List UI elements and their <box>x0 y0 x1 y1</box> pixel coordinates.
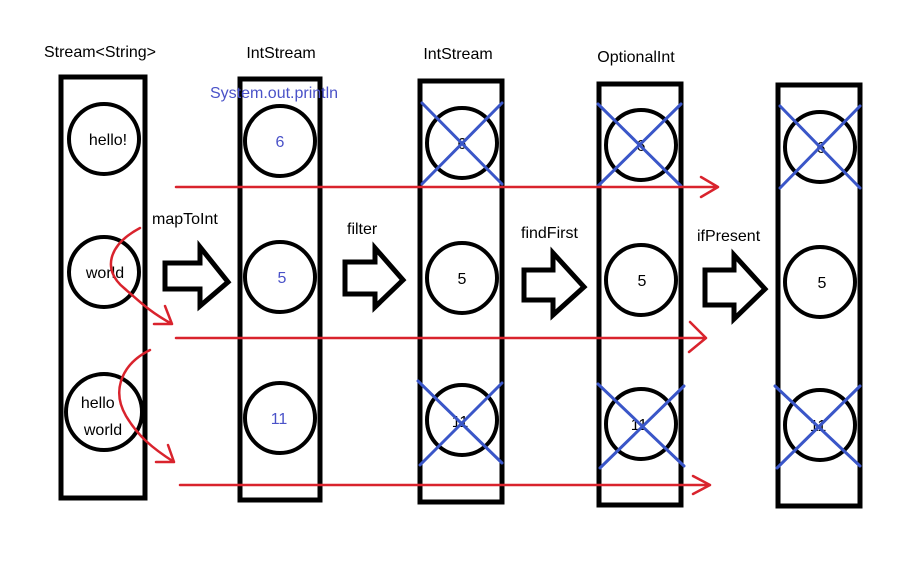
column-box-source <box>58 74 148 501</box>
element-circle <box>783 245 857 319</box>
element-value: 11 <box>631 417 648 434</box>
element-circle <box>67 102 141 176</box>
element-value: 11 <box>271 411 288 428</box>
column-box-optional <box>596 81 684 508</box>
element-value: 5 <box>638 273 647 290</box>
element-circle <box>64 372 144 452</box>
operation-label-findfirst: findFirst <box>521 225 578 242</box>
column-title-filtered: IntStream <box>423 46 493 63</box>
operation-label-filter: filter <box>347 221 378 238</box>
column-box-filtered <box>417 78 505 505</box>
column-title-source: Stream<String> <box>43 44 157 61</box>
element-value: world <box>85 265 124 282</box>
element-value-line-1: hello <box>81 395 115 412</box>
side-effect-annotation: System.out.println <box>210 85 339 102</box>
operation-arrow <box>162 239 232 312</box>
element-value: 5 <box>278 270 287 287</box>
element-value: 6 <box>276 134 285 151</box>
element-circle <box>425 241 499 315</box>
element-value: hello! <box>89 132 127 149</box>
element-circle <box>243 240 317 314</box>
element-circle <box>783 388 857 462</box>
flow-curve <box>118 348 176 464</box>
column-box-present <box>775 82 863 509</box>
element-circle <box>604 387 678 461</box>
operation-arrow <box>521 246 588 321</box>
element-circle <box>783 110 857 184</box>
element-circle <box>67 235 141 309</box>
column-title-optional: OptionalInt <box>597 49 675 66</box>
discarded-cross-mark <box>420 101 504 186</box>
operation-arrow <box>702 248 769 325</box>
element-value: 5 <box>818 275 827 292</box>
flow-line <box>174 320 708 354</box>
operation-arrow <box>342 241 407 313</box>
discarded-cross-mark <box>773 384 862 470</box>
element-circle <box>604 243 678 317</box>
element-circle <box>425 106 499 180</box>
element-circle <box>604 108 678 182</box>
element-circle <box>243 381 317 455</box>
operation-label-maptoint: mapToInt <box>152 211 218 228</box>
discarded-cross-mark <box>778 104 862 190</box>
element-circle <box>243 104 317 178</box>
flow-line <box>178 474 712 496</box>
discarded-cross-mark <box>596 382 686 470</box>
element-value: 5 <box>458 271 467 288</box>
discarded-cross-mark <box>596 102 683 188</box>
element-value: hello world <box>81 395 122 439</box>
flow-curve <box>109 226 174 326</box>
flow-line <box>174 175 720 199</box>
column-box-mapped <box>237 76 323 503</box>
column-title-mapped: IntStream <box>246 45 316 62</box>
discarded-cross-mark <box>416 379 504 467</box>
operation-label-ifpresent: ifPresent <box>697 228 761 245</box>
element-circle <box>425 383 499 457</box>
element-value-line-2: world <box>83 422 122 439</box>
